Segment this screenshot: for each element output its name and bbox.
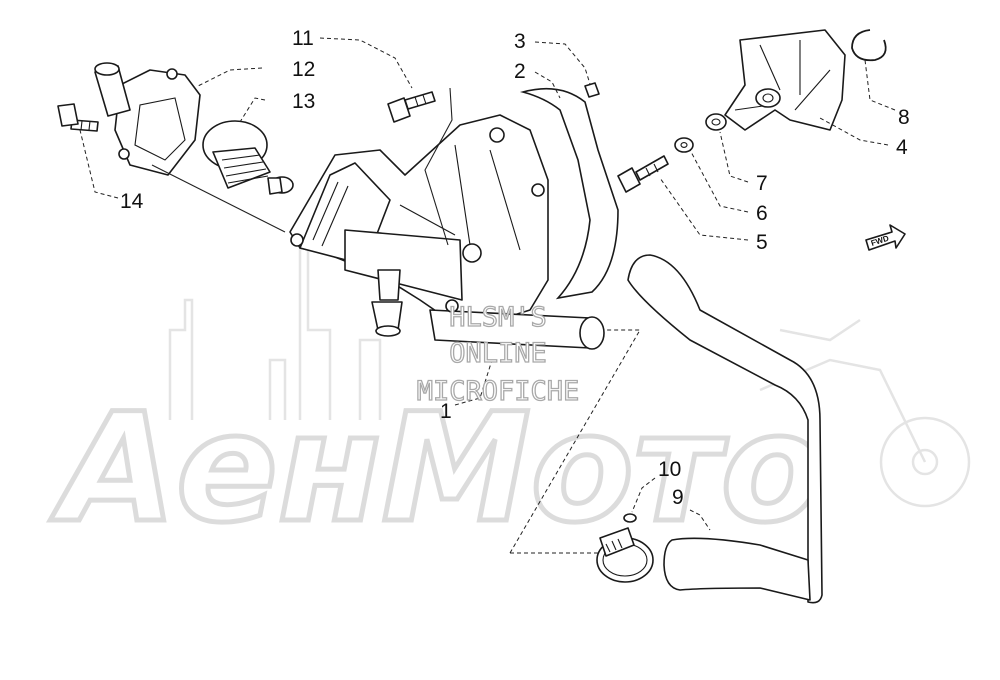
leader-lines [79, 37, 896, 554]
watermark-logo: AeнMoтo [48, 229, 971, 559]
watermark-line-3: MICROFICHE [417, 376, 580, 407]
washer-7 [705, 113, 727, 131]
forward-direction-arrow: FWD [865, 224, 906, 251]
callout-4: 4 [896, 136, 908, 159]
callout-12: 12 [292, 58, 315, 81]
thermostat [202, 120, 294, 195]
callout-10: 10 [658, 458, 681, 481]
coolant-hose-upper [627, 254, 823, 604]
callout-2: 2 [514, 60, 526, 83]
callout-8: 8 [898, 106, 910, 129]
impeller [724, 29, 846, 131]
callout-labels: 11 12 13 14 3 2 8 4 7 6 5 1 10 9 [120, 27, 910, 509]
thermostat-housing [94, 62, 201, 176]
callout-11: 11 [292, 27, 314, 50]
hose-clamp [596, 513, 654, 583]
callout-14: 14 [120, 190, 144, 213]
callout-3: 3 [514, 30, 526, 53]
callout-6: 6 [756, 202, 768, 225]
impeller-bolt [617, 155, 669, 193]
watermark-text: HLSM'S ONLINE MICROFICHE [416, 301, 580, 407]
watermark-line-2: ONLINE [449, 338, 547, 369]
callout-13: 13 [292, 90, 315, 113]
watermark-skyline [168, 229, 382, 420]
dowel-pin [584, 82, 600, 98]
callout-5: 5 [756, 231, 768, 254]
watermark-brand: AeнMoтo [50, 382, 824, 556]
gasket [519, 87, 619, 300]
flange-bolt [387, 91, 436, 123]
housing-bolt [57, 103, 99, 132]
watermark-line-1: HLSM'S [449, 302, 547, 333]
snap-ring [851, 29, 887, 62]
washer-6 [674, 137, 694, 153]
callout-7: 7 [756, 172, 768, 195]
callout-9: 9 [672, 486, 684, 509]
callout-1: 1 [440, 400, 452, 423]
water-pump-body [289, 114, 605, 350]
coolant-hose-lower [663, 537, 811, 601]
